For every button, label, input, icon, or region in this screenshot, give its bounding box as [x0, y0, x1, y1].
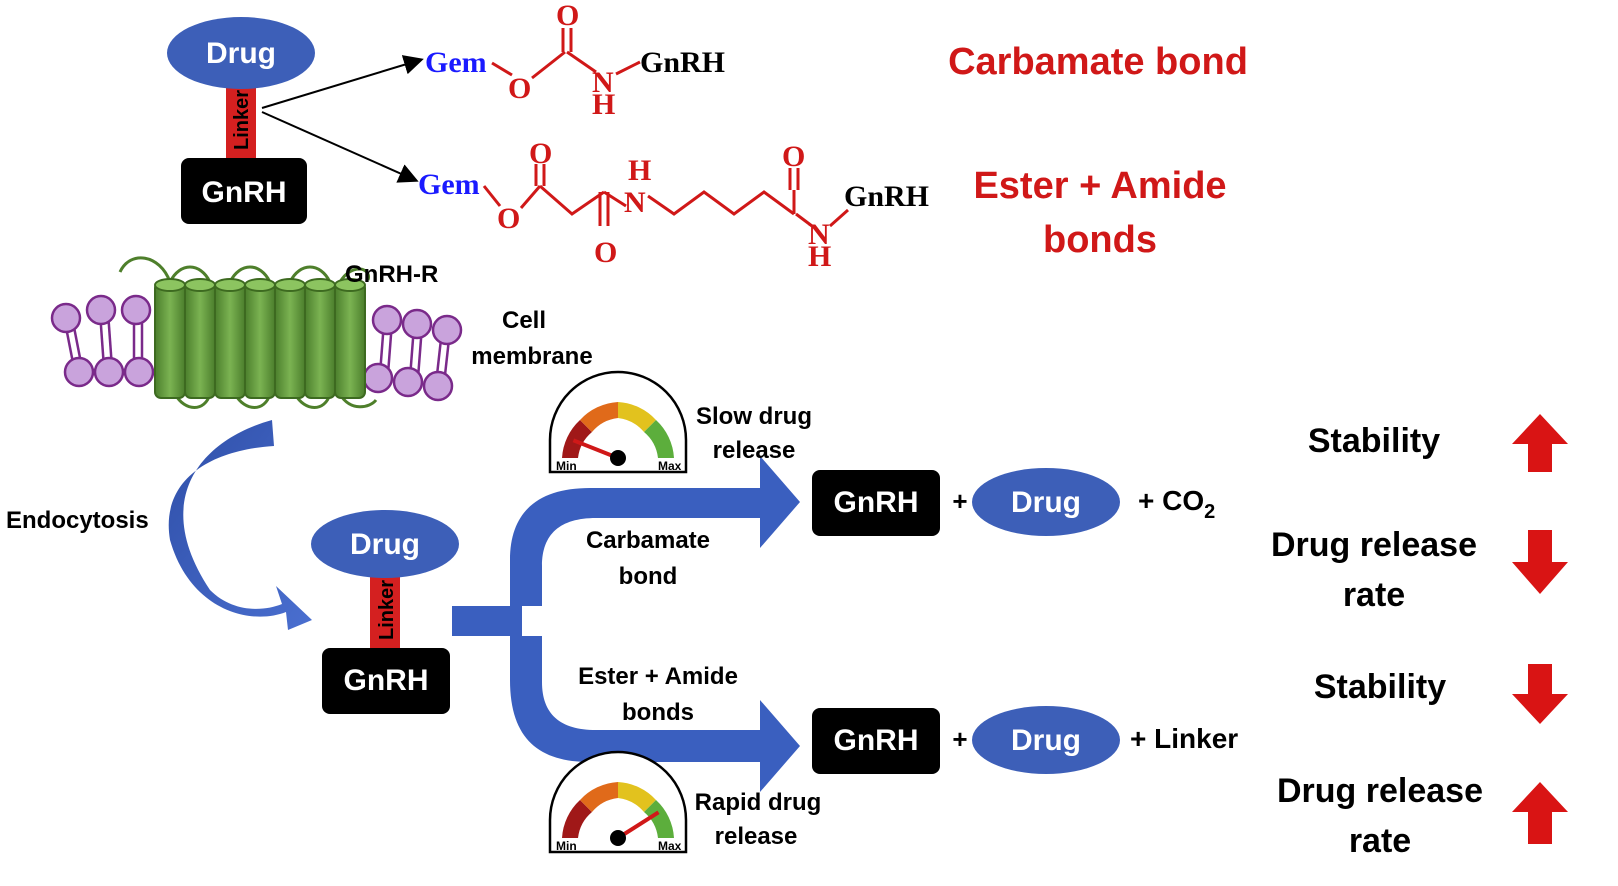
carbamate-h: H — [592, 88, 615, 121]
arrow-to-ester-amide — [261, 111, 419, 183]
carbamate-o-ether: O — [508, 72, 531, 105]
cell-membrane: GnRH-R Cell membrane — [50, 256, 593, 409]
internal-linker — [370, 566, 400, 656]
carbamate-product-drug-ellipse — [972, 468, 1120, 536]
ester-path-label-line2: bonds — [622, 699, 694, 726]
carbamate-plus: + — [952, 486, 967, 516]
carbamate-product-gnrh: GnRH — [834, 486, 919, 519]
membrane-label-line2: membrane — [471, 343, 592, 370]
amide1-n: N — [624, 186, 646, 219]
outcomes: Stability Drug release rate Stability Dr… — [1271, 414, 1568, 860]
ester-amide-title-line2: bonds — [1043, 219, 1157, 261]
carbamate-products: GnRH + Drug + CO2 — [812, 468, 1215, 536]
ester-release-line2: rate — [1349, 822, 1411, 860]
ester-stability: Stability — [1314, 668, 1446, 706]
top-drug-label: Drug — [206, 37, 276, 70]
internal-drug-label: Drug — [350, 528, 420, 561]
slow-gauge-max: Max — [658, 459, 682, 473]
amide2-o: O — [782, 140, 805, 173]
internal-gnrh-label: GnRH — [344, 664, 429, 697]
carbamate-o-carbonyl: O — [556, 0, 579, 32]
rapid-gauge-min: Min — [556, 839, 577, 853]
slow-gauge-min: Min — [556, 459, 577, 473]
amide1-h: H — [628, 154, 651, 187]
internal-drug-ellipse — [311, 510, 459, 578]
top-linker — [226, 80, 256, 164]
ester-gnrh: GnRH — [844, 180, 929, 213]
branch-arrows — [452, 456, 800, 792]
ester-product-gnrh: GnRH — [834, 724, 919, 757]
top-drug-ellipse — [167, 17, 315, 89]
internal-gnrh-box — [322, 648, 450, 714]
rapid-release-gauge: Min Max — [548, 750, 688, 854]
slow-release-line1: Slow drug — [696, 403, 812, 430]
internal-conjugate: Linker Drug GnRH — [311, 510, 459, 714]
carbamate-release-down-arrow — [1512, 530, 1568, 594]
slow-release-gauge: Min Max — [548, 370, 688, 474]
ester-stability-down-arrow — [1512, 664, 1568, 724]
ester-release-line1: Drug release — [1277, 772, 1483, 810]
carbamate-stability-up-arrow — [1512, 414, 1568, 472]
ester-products: GnRH + Drug + Linker — [812, 706, 1238, 774]
ester-product-gnrh-box — [812, 708, 940, 774]
rapid-release-line2: release — [715, 823, 798, 850]
arrow-to-carbamate — [261, 55, 424, 109]
rapid-release-line1: Rapid drug — [695, 789, 822, 816]
top-gnrh-box — [181, 158, 307, 224]
carbamate-n: N — [592, 66, 614, 99]
amide1-o: O — [594, 236, 617, 269]
ester-o-carbonyl: O — [529, 137, 552, 170]
ester-gem: Gem — [418, 168, 480, 201]
top-conjugate: Linker Drug GnRH — [167, 17, 315, 224]
carbamate-path-label-line2: bond — [619, 563, 678, 590]
amide2-n: N — [808, 218, 830, 251]
ester-product-drug-ellipse — [972, 706, 1120, 774]
ester-product-drug: Drug — [1011, 724, 1081, 757]
top-gnrh-label: GnRH — [202, 176, 287, 209]
carbamate-product-drug: Drug — [1011, 486, 1081, 519]
carbamate-gem: Gem — [425, 46, 487, 79]
rapid-gauge-max: Max — [658, 839, 682, 853]
amide2-h: H — [808, 240, 831, 273]
carbamate-bond-title: Carbamate bond — [948, 41, 1248, 83]
endocytosis-arrow — [168, 420, 312, 630]
carbamate-byproduct: + CO2 — [1138, 485, 1215, 523]
carbamate-structure: Gem O O N H GnRH Carbamate bond — [425, 0, 1248, 121]
membrane-label-line1: Cell — [502, 307, 546, 334]
receptor-label: GnRH-R — [345, 261, 438, 288]
ester-release-up-arrow — [1512, 782, 1568, 844]
internal-linker-label: Linker — [376, 580, 398, 640]
carbamate-product-gnrh-box — [812, 470, 940, 536]
gnrh-receptor — [154, 278, 366, 399]
slow-release-line2: release — [713, 437, 796, 464]
ester-plus: + — [952, 724, 967, 754]
carbamate-release-line2: rate — [1343, 576, 1405, 614]
carbamate-gnrh: GnRH — [640, 46, 725, 79]
carbamate-path-label-line1: Carbamate — [586, 527, 710, 554]
ester-amide-title-line1: Ester + Amide — [973, 165, 1226, 207]
ester-amide-structure: Gem O O O H N O N H GnRH Ester + Amide b… — [418, 137, 1227, 273]
ester-byproduct: + Linker — [1130, 723, 1238, 754]
ester-path-label-line1: Ester + Amide — [578, 663, 738, 690]
endocytosis-label: Endocytosis — [6, 507, 149, 534]
carbamate-release-line1: Drug release — [1271, 526, 1477, 564]
top-linker-label: Linker — [231, 90, 253, 150]
ester-o: O — [497, 202, 520, 235]
carbamate-stability: Stability — [1308, 422, 1440, 460]
